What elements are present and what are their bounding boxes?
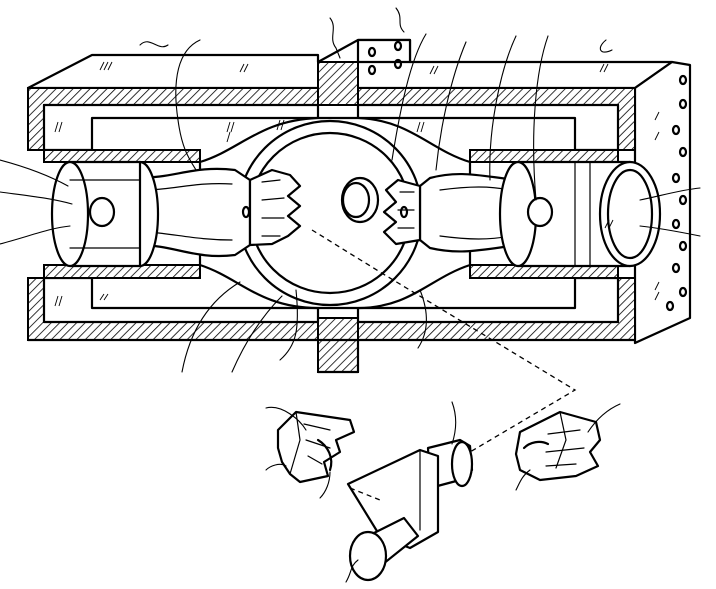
exploded-gear-left (276, 410, 356, 484)
left-gear-segment (241, 168, 302, 247)
crankshaft (346, 438, 474, 582)
left-piston (50, 160, 160, 268)
end-plate-bolt-holes (665, 74, 688, 312)
shading-marks (54, 61, 660, 307)
center-flange (317, 38, 412, 373)
assembly-lines (311, 229, 577, 501)
crank-ring (198, 116, 472, 310)
right-gear-segment (382, 178, 422, 246)
left-wrist-pin (88, 196, 116, 228)
right-piston (498, 160, 662, 268)
housing-block (26, 38, 692, 374)
exploded-gear-right (514, 410, 602, 482)
connecting-rod (136, 167, 520, 258)
leader-lines (0, 7, 701, 583)
right-wrist-pin (526, 196, 554, 228)
